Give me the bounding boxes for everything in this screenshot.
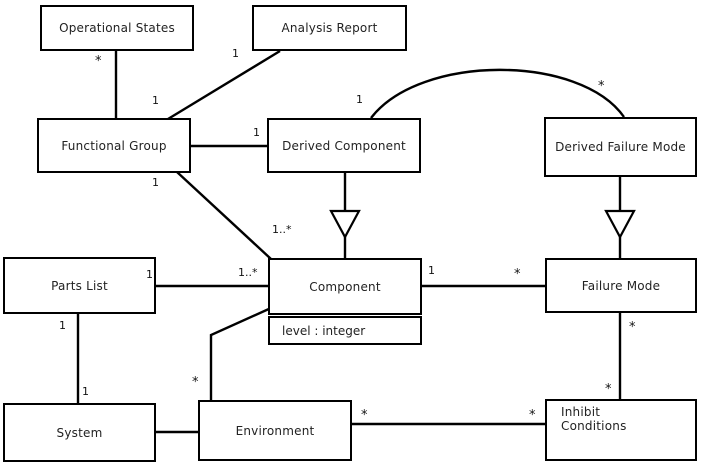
multiplicity-component-to-failure-mode-star: *	[514, 267, 521, 282]
class-name-component: Component	[309, 279, 381, 294]
multiplicity-functional-group-to-derived-component: 1	[253, 126, 260, 139]
multiplicity-functional-group-to-component-one: 1	[152, 176, 159, 189]
class-name-operational-states: Operational States	[59, 21, 175, 35]
multiplicity-parts-list-to-system-lower: 1	[82, 385, 89, 398]
multiplicity-functional-group-to-analysis-report: 1	[152, 94, 159, 107]
component-attribute-level: level : integer	[282, 323, 366, 338]
class-name-failure-mode: Failure Mode	[581, 278, 661, 293]
generalization-triangle-failure-mode	[604, 209, 636, 240]
class-system[interactable]: System	[3, 403, 156, 462]
class-functional-group[interactable]: Functional Group	[37, 118, 191, 173]
class-name-derived-failure-mode: Derived Failure Mode	[555, 140, 686, 154]
multiplicity-derived-failure-mode-arc: *	[598, 79, 605, 94]
class-operational-states[interactable]: Operational States	[40, 5, 194, 51]
multiplicity-operational-states-to-functional-group: *	[95, 54, 102, 69]
multiplicity-parts-list-to-component-many: 1..*	[238, 266, 258, 279]
class-derived-component[interactable]: Derived Component	[267, 118, 421, 173]
class-analysis-report[interactable]: Analysis Report	[252, 5, 407, 51]
class-failure-mode[interactable]: Failure Mode	[545, 258, 697, 313]
multiplicity-parts-list-to-component-one: 1	[146, 268, 153, 281]
class-component[interactable]: Component	[268, 258, 422, 315]
class-inhibit-conditions[interactable]: Inhibit Conditions	[545, 399, 697, 461]
multiplicity-component-to-failure-mode-one: 1	[428, 264, 435, 277]
multiplicity-failure-mode-to-inhibit-lower: *	[605, 382, 612, 397]
multiplicity-environment-to-component: *	[192, 375, 199, 390]
multiplicity-failure-mode-to-inhibit-upper: *	[629, 320, 636, 335]
class-environment[interactable]: Environment	[198, 400, 352, 461]
edge-environment-component	[209, 306, 272, 400]
multiplicity-functional-group-to-component-many: 1..*	[272, 223, 292, 236]
class-name-functional-group: Functional Group	[61, 138, 167, 153]
class-derived-failure-mode[interactable]: Derived Failure Mode	[544, 117, 697, 177]
multiplicity-derived-component-arc: 1	[356, 93, 363, 106]
generalization-triangle-component	[329, 209, 361, 240]
class-name-parts-list: Parts List	[51, 278, 108, 293]
class-name-derived-component: Derived Component	[282, 138, 406, 153]
class-component-attributes[interactable]: level : integer	[268, 316, 422, 345]
class-name-analysis-report: Analysis Report	[281, 21, 378, 35]
edge-functional-group-analysis-report	[167, 49, 281, 121]
class-name-system: System	[56, 425, 103, 440]
multiplicity-parts-list-to-system-upper: 1	[59, 319, 66, 332]
class-name-environment: Environment	[235, 423, 315, 438]
multiplicity-environment-to-inhibit-left: *	[361, 408, 368, 423]
edge-derived-component-derived-failure-mode-arc	[370, 68, 625, 119]
class-parts-list[interactable]: Parts List	[3, 257, 156, 314]
multiplicity-environment-to-inhibit-right: *	[529, 408, 536, 423]
edge-functional-group-component	[176, 171, 272, 260]
class-name-inhibit-conditions: Inhibit Conditions	[561, 405, 627, 433]
multiplicity-analysis-report-to-functional-group: 1	[232, 47, 239, 60]
